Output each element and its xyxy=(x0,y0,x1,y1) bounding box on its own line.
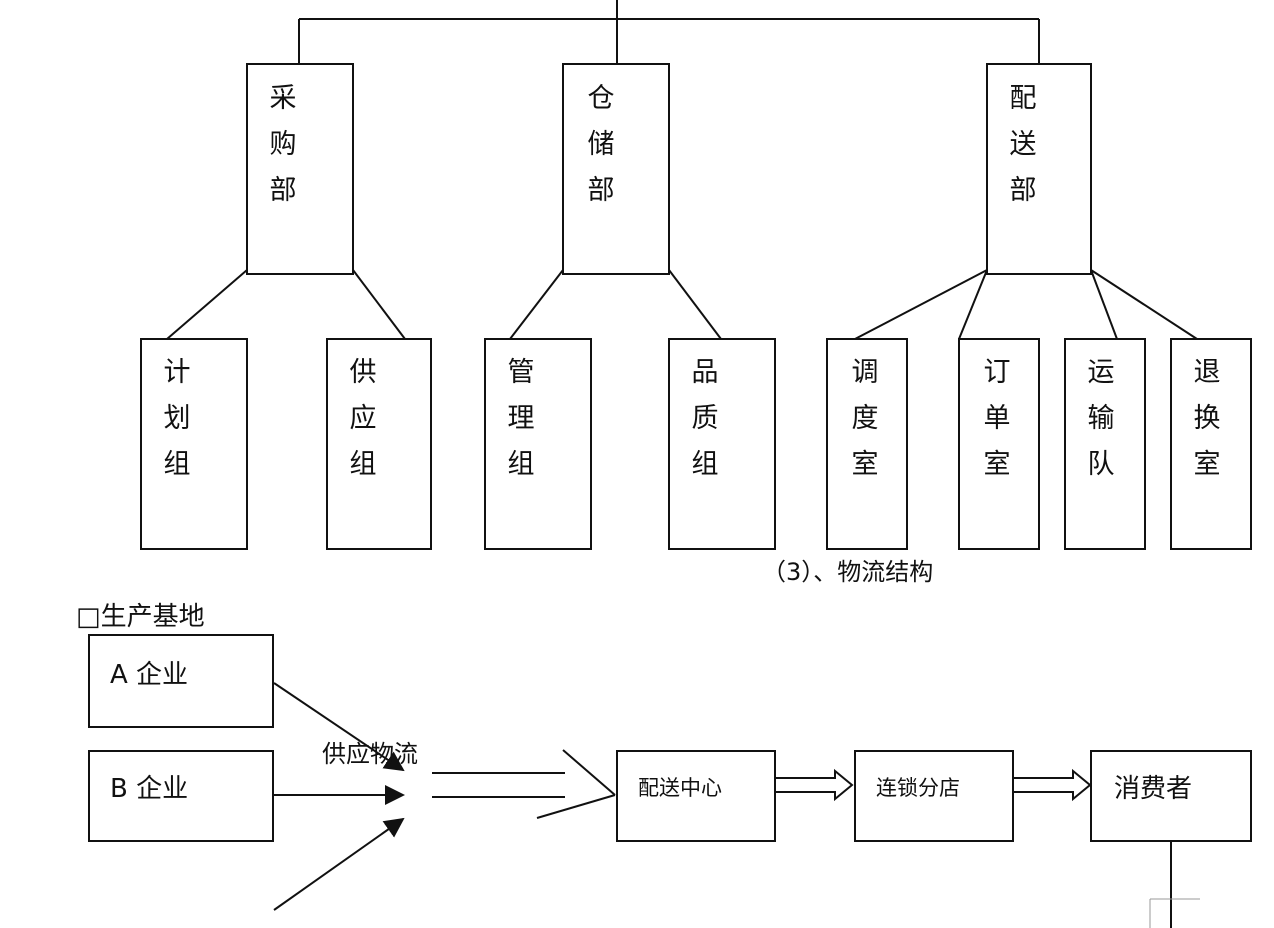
base-title: □生产基地 xyxy=(76,602,205,632)
unit-label-quality: 品 质 组 xyxy=(691,357,719,480)
dept-label-warehouse: 仓 储 部 xyxy=(587,83,615,206)
unit-label-returns: 退 换 室 xyxy=(1193,357,1221,480)
unit-label-management: 管 理 组 xyxy=(507,357,535,480)
distribution-center-box xyxy=(616,750,776,842)
unit-box-management xyxy=(484,338,592,550)
dept-box-delivery xyxy=(986,63,1092,275)
unit-label-supply: 供 应 组 xyxy=(349,357,377,480)
unit-box-quality xyxy=(668,338,776,550)
enterprise-a-box xyxy=(88,634,274,728)
dept-label-delivery: 配 送 部 xyxy=(1009,83,1037,206)
unit-box-orders xyxy=(958,338,1040,550)
unit-label-orders: 订 单 室 xyxy=(983,357,1011,480)
chain-store-label: 连锁分店 xyxy=(876,776,960,800)
supply-logistics-label: 供应物流 xyxy=(322,740,418,768)
unit-box-supply xyxy=(326,338,432,550)
dept-label-procurement: 采 购 部 xyxy=(269,83,297,206)
chain-store-box xyxy=(854,750,1014,842)
section-caption: （3）、物流结构 xyxy=(762,558,934,586)
consumer-label: 消费者 xyxy=(1114,774,1193,804)
enterprise-a-label: A 企业 xyxy=(110,660,189,690)
unit-box-plan xyxy=(140,338,248,550)
dept-box-procurement xyxy=(246,63,354,275)
enterprise-b-label: B 企业 xyxy=(110,774,189,804)
unit-label-transport: 运 输 队 xyxy=(1087,357,1115,480)
unit-label-dispatch: 调 度 室 xyxy=(851,357,879,480)
distribution-center-label: 配送中心 xyxy=(638,776,722,800)
consumer-box xyxy=(1090,750,1252,842)
enterprise-b-box xyxy=(88,750,274,842)
unit-box-transport xyxy=(1064,338,1146,550)
unit-box-dispatch xyxy=(826,338,908,550)
unit-box-returns xyxy=(1170,338,1252,550)
unit-label-plan: 计 划 组 xyxy=(163,357,191,480)
dept-box-warehouse xyxy=(562,63,670,275)
